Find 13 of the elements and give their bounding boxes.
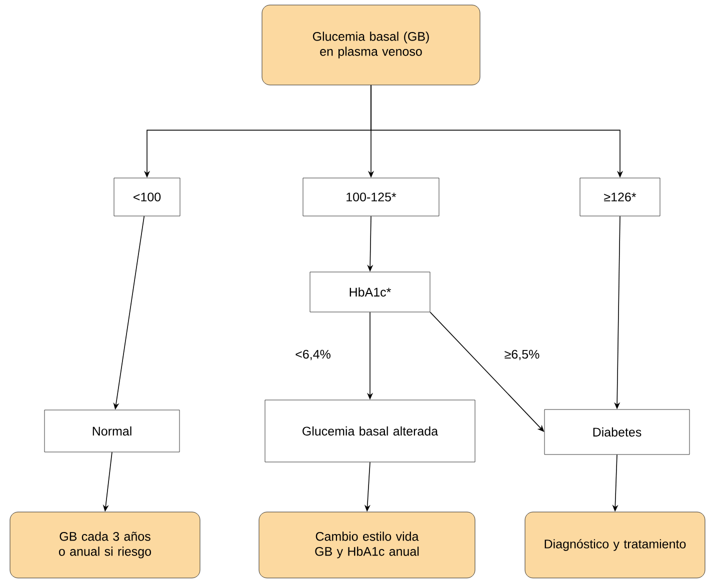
process-box: <100 xyxy=(114,178,180,216)
rounded-box: Glucemia basal (GB) en plasma venoso xyxy=(262,4,480,86)
edge-label: <6,4% xyxy=(294,348,332,362)
edge-label: ≥6,5% xyxy=(503,348,541,362)
process-box: Glucemia basal alterada xyxy=(264,400,476,462)
process-box: HbA1c* xyxy=(310,272,430,312)
process-box: ≥126* xyxy=(580,178,660,216)
process-box: 100-125* xyxy=(302,178,440,216)
rounded-box: Cambio estilo vida GB y HbA1c anual xyxy=(258,512,476,578)
process-box: Normal xyxy=(44,410,180,452)
rounded-box: GB cada 3 años o anual si riesgo xyxy=(10,512,200,578)
process-box: Diabetes xyxy=(544,409,690,455)
rounded-box: Diagnóstico y tratamiento xyxy=(524,512,706,578)
